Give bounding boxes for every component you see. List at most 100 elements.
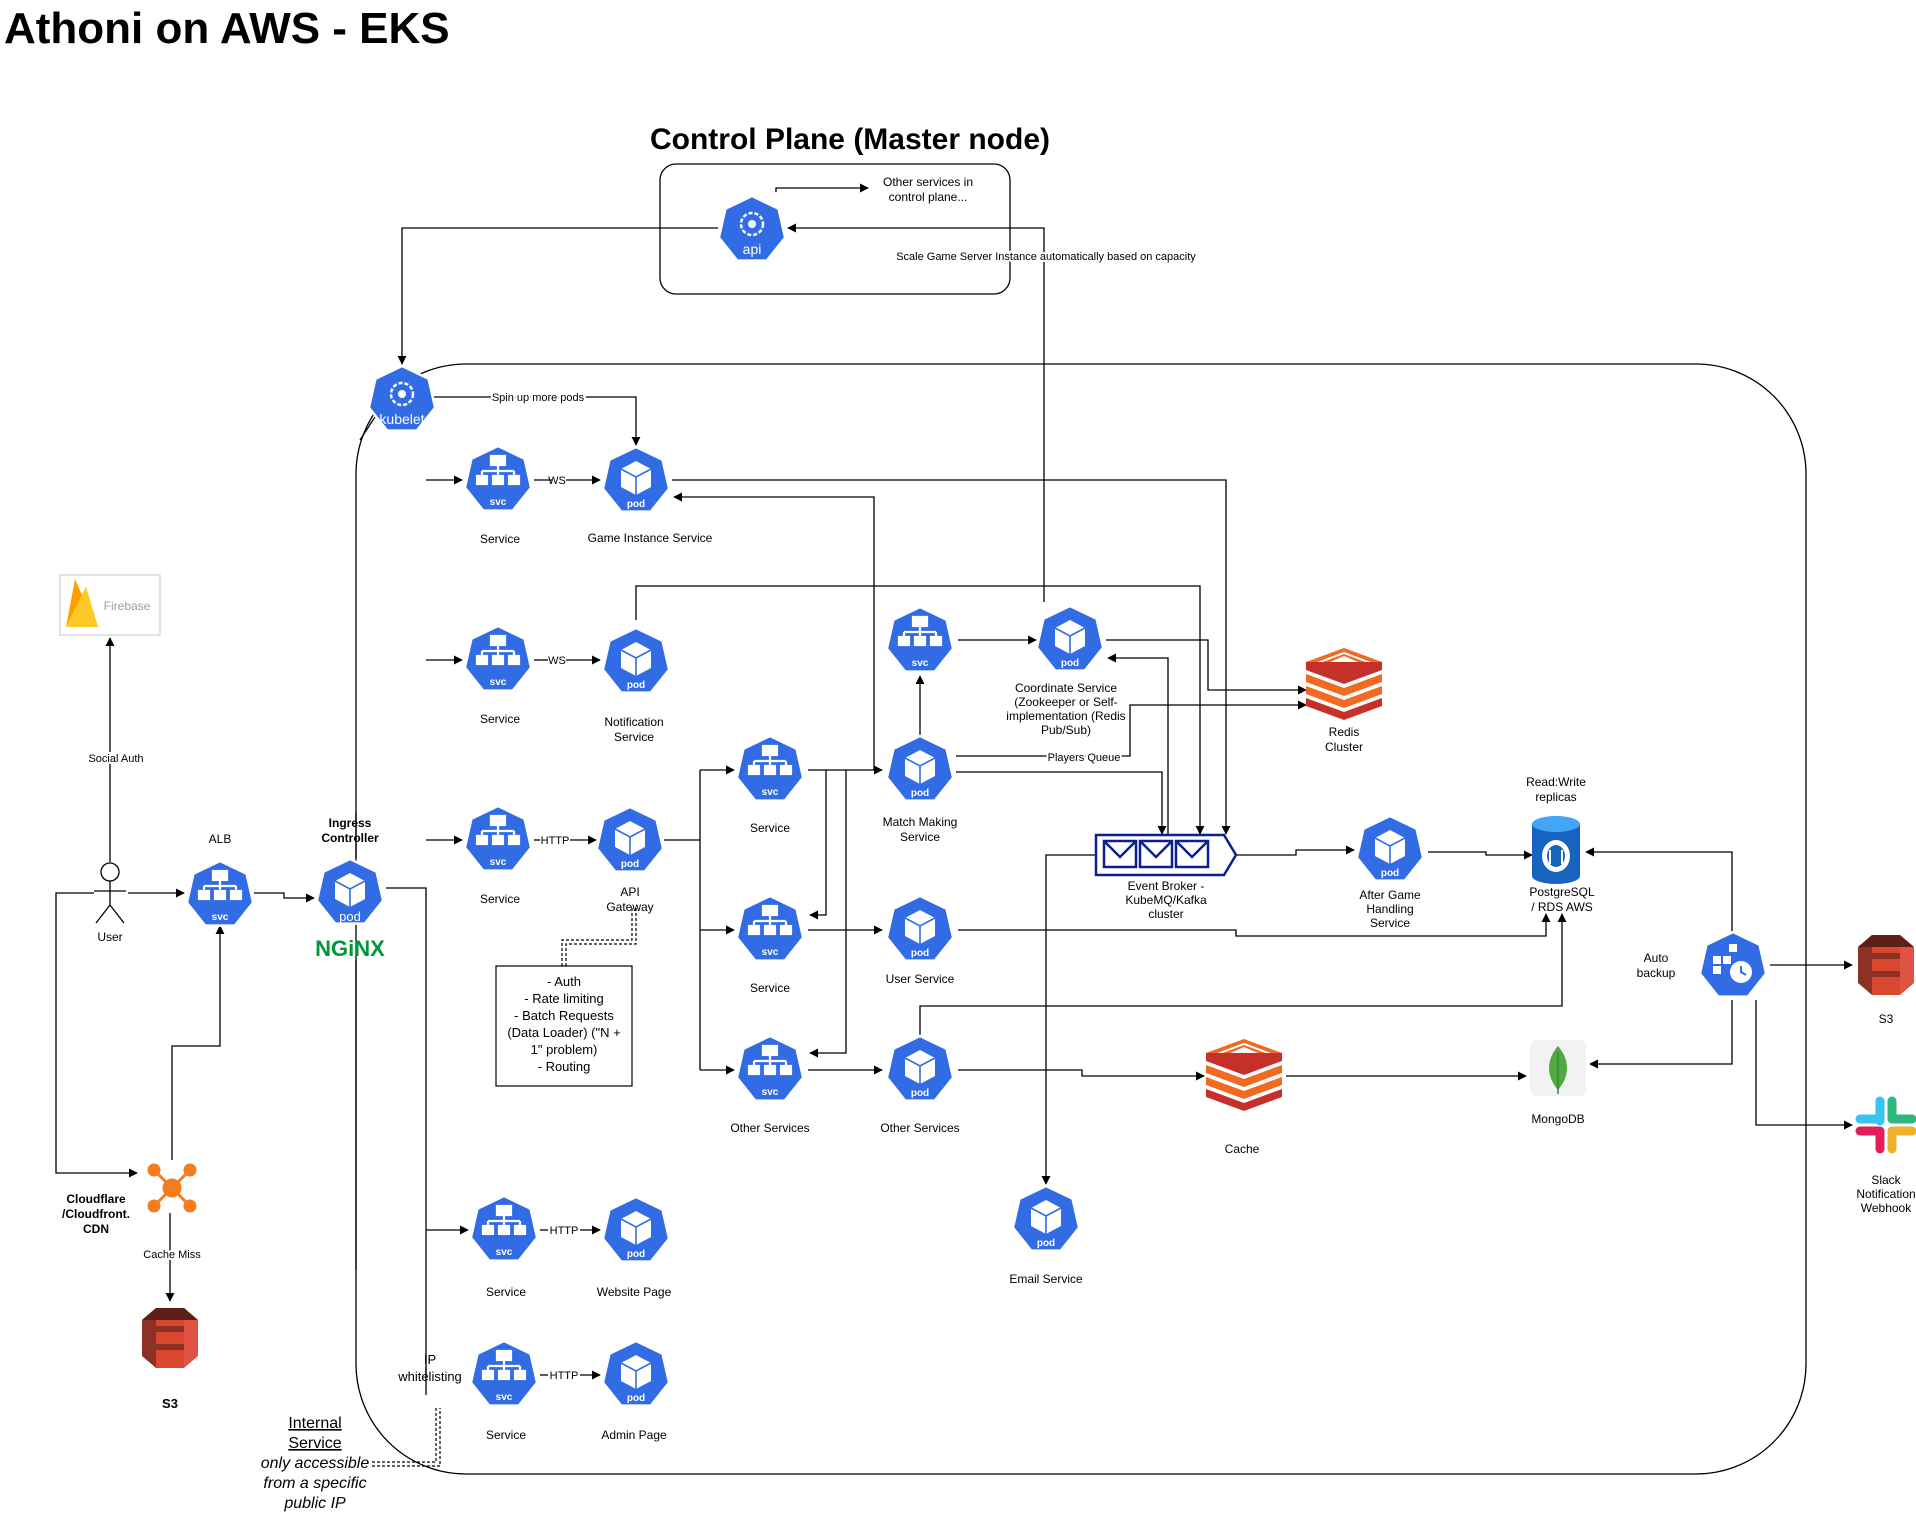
internal-note-line5: public IP (283, 1495, 346, 1512)
internal-note-line2: Service (288, 1435, 341, 1452)
gateway-note-2: - Rate limiting (524, 991, 603, 1006)
control-plane-title: Control Plane (Master node) (650, 123, 1050, 156)
slack-icon (1855, 1096, 1916, 1154)
svc-coordinate[interactable]: svc (885, 605, 955, 673)
user-service-label: User Service (886, 972, 955, 986)
cdn-icon (147, 1163, 197, 1213)
api-server-node[interactable]: api (717, 194, 787, 262)
svc-admin[interactable]: svc (469, 1339, 539, 1407)
svc-match-making[interactable]: svc (735, 734, 805, 802)
kubelet-node[interactable]: kubelet (367, 364, 437, 432)
pod-icon-label: pod (627, 499, 645, 510)
ip-whitelisting-line2: whitelisting (397, 1369, 462, 1384)
svc-api-gateway[interactable]: svc (463, 804, 533, 872)
pod-admin[interactable]: pod (601, 1339, 671, 1407)
svc-game-instance[interactable]: svc (463, 444, 533, 512)
cronjob-icon (1713, 944, 1752, 983)
svc-icon-label: svc (762, 947, 779, 958)
slack-label-line2: Notification (1856, 1187, 1915, 1201)
svc-user[interactable]: svc (735, 894, 805, 962)
s3-icon (142, 1308, 198, 1368)
user-label: User (97, 930, 122, 944)
slack-node[interactable] (1855, 1096, 1916, 1154)
svc-icon-label: svc (762, 1087, 779, 1098)
coordinate-label-line4: Pub/Sub) (1041, 723, 1091, 737)
internal-note-line4: from a specific (263, 1475, 366, 1492)
cache-node[interactable] (1205, 1038, 1283, 1112)
svc-icon-label: svc (490, 857, 507, 868)
cdn-label-line1: Cloudflare (66, 1192, 126, 1206)
after-game-label-line2: Handling (1366, 902, 1413, 916)
svc-website[interactable]: svc (469, 1194, 539, 1262)
event-broker-label-line2: KubeMQ/Kafka (1125, 893, 1207, 907)
service-label-match: Service (750, 821, 790, 835)
pod-game-instance[interactable]: pod (601, 445, 671, 513)
coordinate-label-line1: Coordinate Service (1015, 681, 1117, 695)
alb-label: ALB (209, 832, 232, 846)
s3-left-label: S3 (162, 1396, 178, 1411)
envelope-icon (1102, 839, 1210, 869)
email-label: Email Service (1009, 1272, 1083, 1286)
user-actor[interactable]: User (94, 862, 126, 944)
s3-icon (1858, 935, 1914, 995)
postgres-node[interactable] (1532, 816, 1580, 884)
pod-icon-label: pod (627, 1393, 645, 1404)
pod-icon-label: pod (1037, 1238, 1055, 1249)
pod-website[interactable]: pod (601, 1195, 671, 1263)
cdn-label-line3: CDN (83, 1222, 109, 1236)
pod-icon-label: pod (911, 1088, 929, 1099)
pod-notification[interactable]: pod (601, 626, 671, 694)
http-label-api: HTTP (541, 835, 570, 847)
pod-other-services[interactable]: pod (885, 1034, 955, 1102)
event-broker-node[interactable] (1094, 833, 1238, 877)
postgres-label-line1: PostgreSQL (1529, 885, 1595, 899)
read-write-label-line1: Read:Write (1526, 775, 1586, 789)
event-broker-label-line3: cluster (1148, 907, 1183, 921)
pod-icon-label: pod (1061, 658, 1079, 669)
pod-user-service[interactable]: pod (885, 894, 955, 962)
mongodb-node[interactable] (1530, 1040, 1586, 1096)
nginx-logo: NGiNX (315, 936, 385, 961)
svc-icon-label: svc (912, 658, 929, 669)
pod-after-game[interactable]: pod (1355, 814, 1425, 882)
pod-icon-label: pod (627, 1249, 645, 1260)
svc-other[interactable]: svc (735, 1034, 805, 1102)
backup-cronjob-node[interactable] (1698, 930, 1768, 998)
eks-cluster-boundary (355, 363, 1807, 1475)
alb-node[interactable]: svc (185, 859, 255, 927)
redis-icon (1205, 1038, 1283, 1112)
pod-api-gateway[interactable]: pod (595, 805, 665, 873)
auto-backup-label-line1: Auto (1644, 951, 1669, 965)
ingress-pod-label: pod (339, 909, 361, 924)
pod-email[interactable]: pod (1011, 1184, 1081, 1252)
http-label-admin: HTTP (550, 1370, 579, 1382)
api-gateway-label-line1: API (620, 885, 639, 899)
s3-right-node[interactable] (1858, 935, 1914, 995)
redis-cluster-node[interactable] (1305, 647, 1383, 721)
redis-label-line2: Cluster (1325, 740, 1363, 754)
pod-icon-label: pod (911, 948, 929, 959)
svc-notification[interactable]: svc (463, 624, 533, 692)
firebase-node[interactable]: Firebase (59, 574, 161, 636)
edges (55, 183, 1853, 1467)
s3-left-node[interactable] (142, 1308, 198, 1368)
svc-icon-label: svc (490, 677, 507, 688)
after-game-label-line1: After Game (1359, 888, 1421, 902)
ingress-controller-node[interactable]: pod (315, 857, 385, 925)
alb-svc-label: svc (212, 912, 229, 923)
service-label-notification: Service (480, 712, 520, 726)
pod-match-making[interactable]: pod (885, 734, 955, 802)
s3-right-label: S3 (1879, 1012, 1894, 1026)
match-making-label-line2: Service (900, 830, 940, 844)
ws-label-notification: WS (548, 655, 566, 667)
coordinate-label-line2: (Zookeeper or Self- (1014, 695, 1117, 709)
pod-coordinate[interactable]: pod (1035, 604, 1105, 672)
gateway-notes-box: - Auth - Rate limiting - Batch Requests … (495, 965, 633, 1087)
event-broker-label-line1: Event Broker - (1128, 879, 1205, 893)
other-services-pod-label: Other Services (880, 1121, 959, 1135)
cdn-node[interactable] (147, 1163, 197, 1213)
spin-up-label: Spin up more pods (492, 392, 585, 404)
svc-icon-label: svc (490, 497, 507, 508)
notification-label-line2: Service (614, 730, 654, 744)
gateway-note-5: 1" problem) (531, 1042, 598, 1057)
